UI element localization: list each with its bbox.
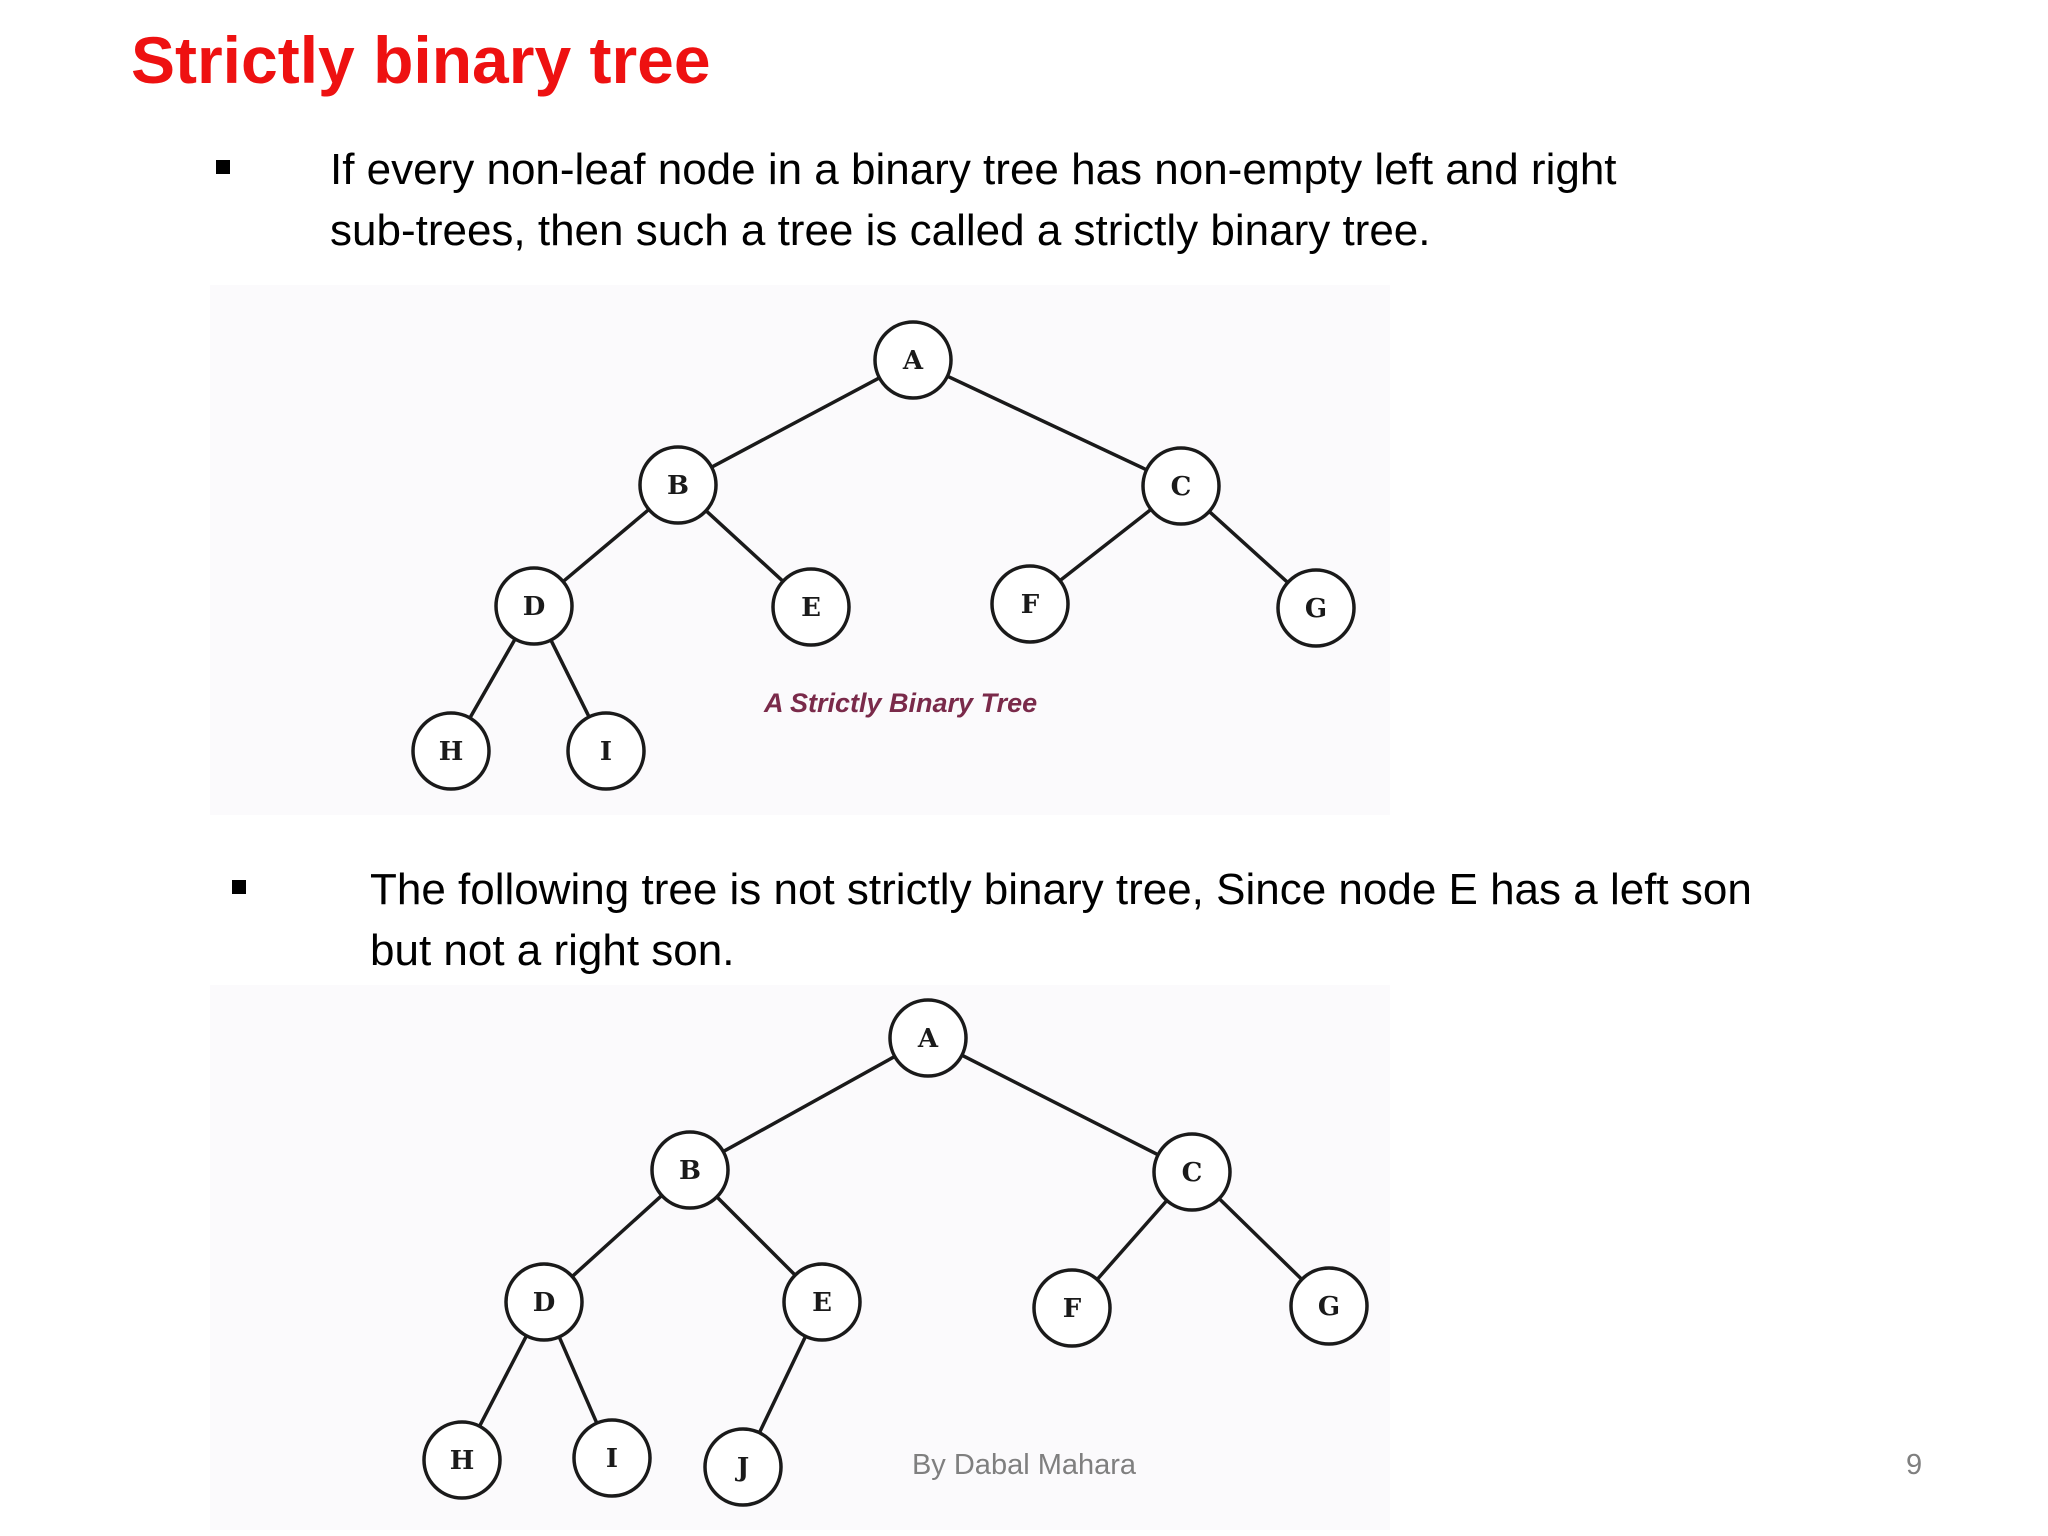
bullet-marker [216, 160, 230, 174]
bullet-1-line-1: If every non-leaf node in a binary tree … [330, 145, 1617, 194]
bullet-2-line-2: but not a right son. [370, 926, 735, 975]
bullet-2-line-1: The following tree is not strictly binar… [370, 865, 1752, 914]
bullet-text-1: If every non-leaf node in a binary tree … [330, 139, 1617, 261]
bullet-1-line-2: sub-trees, then such a tree is called a … [330, 206, 1431, 255]
footer-author: By Dabal Mahara [911, 1449, 1137, 1481]
page-number: 9 [1906, 1449, 1923, 1481]
tree-diagram-1-panel [210, 285, 1390, 815]
tree-diagram-1-caption: A Strictly Binary Tree [764, 688, 1038, 718]
bullet-marker [232, 880, 246, 894]
slide-title: Strictly binary tree [131, 23, 711, 97]
bullet-text-2: The following tree is not strictly binar… [370, 859, 1752, 981]
